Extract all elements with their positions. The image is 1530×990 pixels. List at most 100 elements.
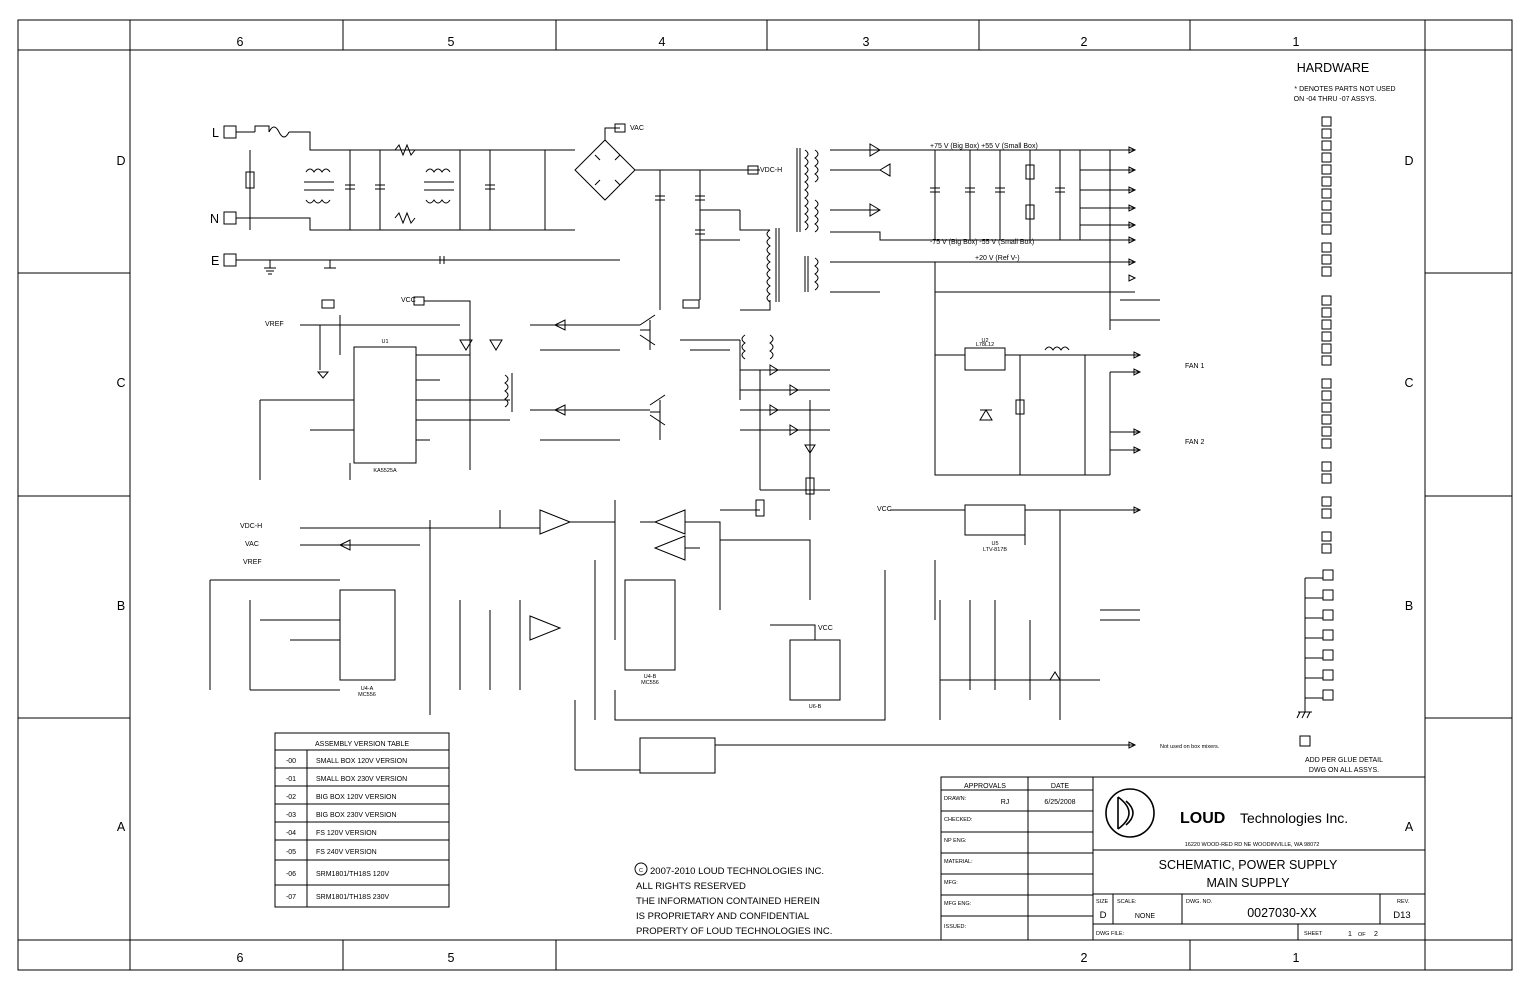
assembly-desc-03: BIG BOX 230V VERSION [316,812,397,819]
zone-row-d-right: D [1404,154,1413,168]
assembly-desc-01: SMALL BOX 230V VERSION [316,776,407,783]
connector-neutral-box [223,211,237,225]
approval-material-label: MATERIAL: [944,859,973,865]
common-mode-choke-l2 [424,168,454,204]
zone-col-6: 6 [237,35,244,49]
common-mode-choke-l1 [304,168,334,204]
ac-input-section: L N E [210,125,620,275]
opto-pg-body [639,737,716,774]
fan1-label: FAN 1 [1185,363,1205,370]
approval-drawn-name: RJ [1001,799,1010,806]
sense-diode-network [720,364,830,600]
assembly-code-00: -00 [286,758,296,765]
secondary-outputs: +75 V (Big Box) +55 V (Small Box) -75 V … [796,143,1160,330]
zone-col-3: 3 [863,35,870,49]
zone-column-labels-top: 6 5 4 3 2 1 [237,35,1300,49]
regulator-u2-body [964,347,1006,371]
assembly-code-05: -05 [286,849,296,856]
zone-row-c-right: C [1404,376,1413,390]
ic-u4b-part: MC556 [641,680,659,686]
connector-earth-label: E [211,254,219,268]
scale-label: SCALE: [1117,899,1137,905]
assembly-code-07: -07 [286,894,296,901]
company-name-rest: Technologies Inc. [1240,810,1348,826]
vcc-net-label-opto: VCC [877,506,892,513]
approval-drawn-date: 6/25/2008 [1044,799,1075,806]
opto-feedback-section: U5 LTV-817B VCC [877,504,1142,720]
vcc-net-label-mid: VCC [818,625,833,632]
assembly-code-06: -06 [286,871,296,878]
connector-line-box [223,125,237,139]
vac-net-label: VAC [630,125,644,132]
fan2-label: FAN 2 [1185,439,1205,446]
size-value: D [1100,910,1107,921]
rail-neg-label: -75 V (Big Box) -55 V (Small Box) [930,239,1034,246]
zone-col-bottom-6: 6 [237,951,244,965]
assembly-desc-04: FS 120V VERSION [316,830,377,837]
assembly-desc-02: BIG BOX 120V VERSION [316,794,397,801]
rev-label: REV. [1397,899,1410,905]
hardware-glue-line2: DWG ON ALL ASSYS. [1309,767,1379,774]
ic-u6-body [789,639,841,701]
bridge-rectifier: VAC VDC-H [544,123,782,231]
sheet-label: SHEET [1304,931,1323,937]
secondary-transformer-upper [796,148,819,233]
drawing-title-line1: SCHEMATIC, POWER SUPPLY [1159,858,1338,872]
connector-line-label: L [212,126,219,140]
copyright-block: C 2007-2010 LOUD TECHNOLOGIES INC. ALL R… [634,862,832,937]
assembly-desc-05: FS 240V VERSION [316,849,377,856]
assembly-table-title: ASSEMBLY VERSION TABLE [315,741,409,748]
assembly-code-01: -01 [286,776,296,783]
copyright-line5: PROPERTY OF LOUD TECHNOLOGIES INC. [636,926,832,937]
assembly-desc-07: SRM1801/TH18S 230V [316,894,389,901]
hardware-note-line1: * DENOTES PARTS NOT USED [1294,86,1395,93]
dwg-no-label: DWG. NO. [1186,899,1213,905]
ic-u4a-label: U4-A [361,686,374,692]
ic-u4b-label: U4-B [644,674,657,680]
connector-neutral-label: N [210,212,219,226]
assembly-version-table: ASSEMBLY VERSION TABLE -00 SMALL BOX 120… [274,732,450,908]
company-logo-word: LOUD [1180,810,1225,827]
zone-column-labels-bottom: 6 5 2 1 [237,951,1300,965]
copyright-symbol-circle [634,862,648,876]
zone-row-a-right: A [1405,820,1414,834]
assembly-desc-00: SMALL BOX 120V VERSION [316,758,407,765]
dwg-file-label: DWG FILE: [1096,931,1125,937]
assembly-code-03: -03 [286,812,296,819]
opto-u5-part: LTV-817B [983,547,1007,553]
size-label: SIZE [1096,899,1109,905]
assembly-code-02: -02 [286,794,296,801]
fan-supply-section: U2 L78L12 FAN 1 FAN 2 [934,290,1205,476]
zone-row-c-left: C [116,376,125,390]
sheet-of-label: OF [1358,932,1366,938]
regulator-u2-label: U2 [981,338,988,344]
gate-drive-section [504,314,774,441]
zone-col-bottom-5: 5 [448,951,455,965]
regulator-u2-part: L78L12 [976,342,994,348]
sheet-value: 1 [1348,931,1352,938]
ic-u6-label: U6-B [809,704,822,710]
hardware-standoff-boxes [1296,569,1334,719]
date-header: DATE [1051,783,1069,790]
zone-col-2: 2 [1081,35,1088,49]
hardware-note-line2: ON -04 THRU -07 ASSYS. [1294,96,1377,103]
ic-u4b-body [624,579,676,671]
zone-row-b-left: B [117,599,125,613]
comparator-section: U4-A MC556 U4-B MC556 U6-B VDC-H VAC VRE… [209,500,886,770]
ic-u1-label: U1 [381,339,388,345]
zone-col-1: 1 [1293,35,1300,49]
approval-np-eng-label: NP ENG: [944,838,967,844]
svg-text:C: C [639,868,643,874]
vcc-net-label-top: VCC [401,297,416,304]
vdc-h-net-label-low: VDC-H [240,523,262,530]
sheet-border [17,19,1513,971]
drawing-title-line2: MAIN SUPPLY [1206,876,1290,890]
copyright-line3: THE INFORMATION CONTAINED HEREIN [636,896,820,907]
pg-note: Not used on box mixers. [1160,744,1220,750]
zone-row-b-right: B [1405,599,1413,613]
approval-issued-label: ISSUED: [944,924,966,930]
zone-row-d-left: D [116,154,125,168]
rail-20v-label: +20 V (Ref V-) [975,255,1020,262]
dwg-no-value: 0027030-XX [1247,906,1317,920]
